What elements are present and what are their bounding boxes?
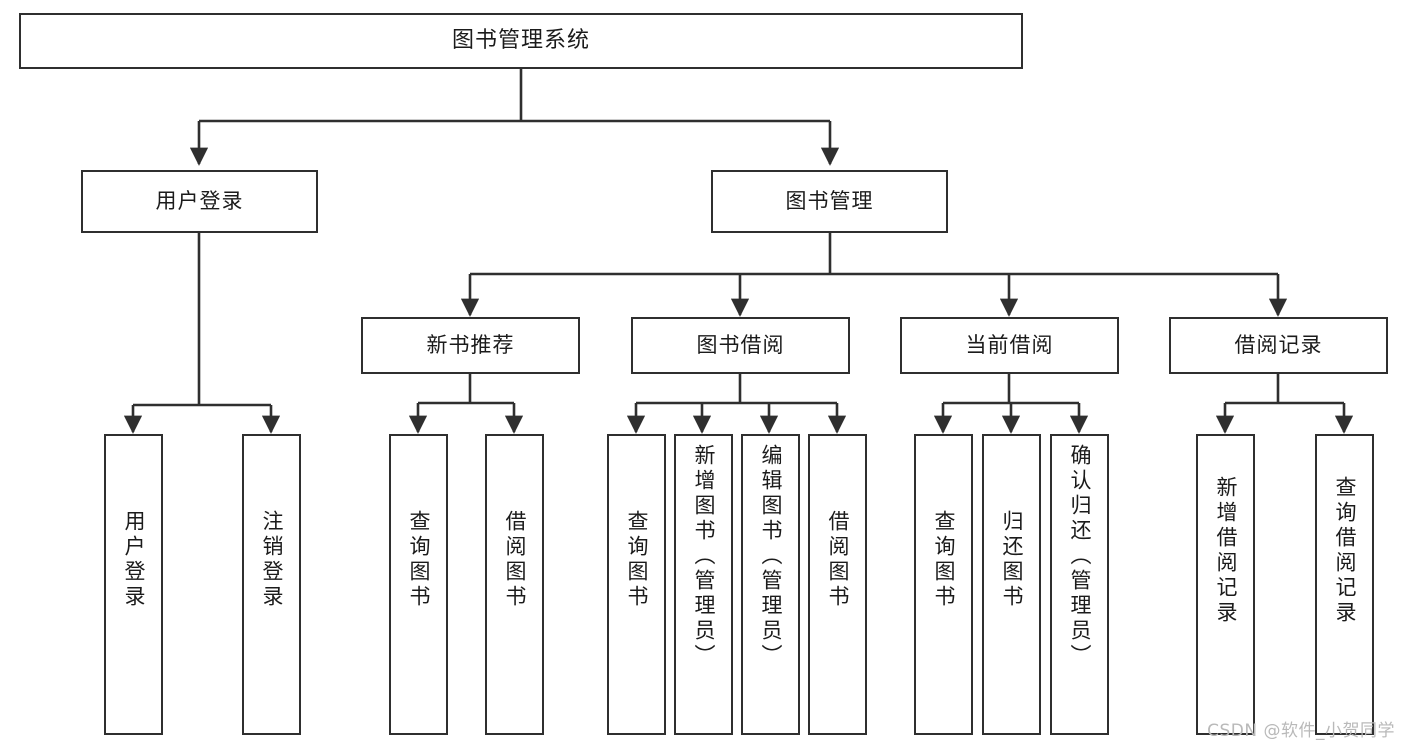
leaf-query-book-current[interactable]: 查询图书	[914, 434, 973, 735]
node-label: 查询图书	[407, 510, 431, 610]
node-label: 当前借阅	[965, 333, 1054, 357]
node-label: 查询图书	[932, 510, 956, 610]
node-borrow-record[interactable]: 借阅记录	[1169, 317, 1388, 374]
node-label: 新书推荐	[426, 333, 515, 357]
leaf-query-borrow-record[interactable]: 查询借阅记录	[1315, 434, 1374, 735]
node-book-manage[interactable]: 图书管理	[711, 170, 948, 233]
node-label: 归还图书	[1000, 510, 1024, 610]
node-label: 图书借阅	[696, 333, 785, 357]
node-label: 借阅图书	[503, 510, 527, 610]
node-book-borrow[interactable]: 图书借阅	[631, 317, 850, 374]
leaf-query-book-recommend[interactable]: 查询图书	[389, 434, 448, 735]
node-label: 新增图书（管理员）	[692, 444, 716, 669]
leaf-return-book[interactable]: 归还图书	[982, 434, 1041, 735]
node-label: 图书管理	[785, 189, 874, 213]
node-label: 用户登录	[155, 189, 244, 213]
leaf-add-borrow-record[interactable]: 新增借阅记录	[1196, 434, 1255, 735]
node-label: 确认归还（管理员）	[1068, 444, 1092, 669]
node-label: 查询图书	[625, 510, 649, 610]
node-user-login[interactable]: 用户登录	[81, 170, 318, 233]
node-label: 用户登录	[122, 510, 146, 610]
node-new-book-recommend[interactable]: 新书推荐	[361, 317, 580, 374]
watermark-text: CSDN @软件_小贺同学	[1207, 721, 1395, 741]
leaf-add-book[interactable]: 新增图书（管理员）	[674, 434, 733, 735]
node-label: 借阅记录	[1234, 333, 1323, 357]
leaf-user-login[interactable]: 用户登录	[104, 434, 163, 735]
node-label: 查询借阅记录	[1333, 476, 1357, 626]
node-label: 新增借阅记录	[1214, 476, 1238, 626]
leaf-borrow-book-recommend[interactable]: 借阅图书	[485, 434, 544, 735]
node-current-borrow[interactable]: 当前借阅	[900, 317, 1119, 374]
leaf-edit-book[interactable]: 编辑图书（管理员）	[741, 434, 800, 735]
leaf-borrow-book[interactable]: 借阅图书	[808, 434, 867, 735]
node-label: 图书管理系统	[451, 28, 590, 53]
node-label: 借阅图书	[826, 510, 850, 610]
node-label: 注销登录	[260, 510, 284, 610]
node-label: 编辑图书（管理员）	[759, 444, 783, 669]
leaf-query-book-borrow[interactable]: 查询图书	[607, 434, 666, 735]
leaf-confirm-return[interactable]: 确认归还（管理员）	[1050, 434, 1109, 735]
node-root-system[interactable]: 图书管理系统	[19, 13, 1023, 69]
leaf-logout-login[interactable]: 注销登录	[242, 434, 301, 735]
